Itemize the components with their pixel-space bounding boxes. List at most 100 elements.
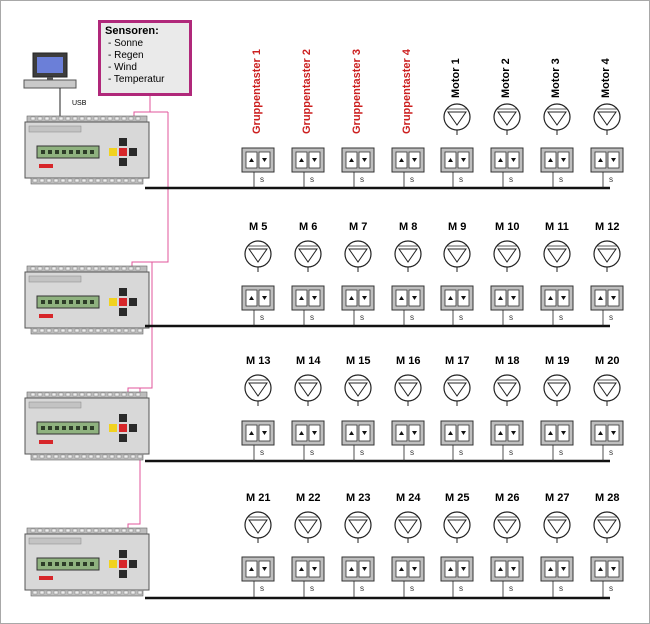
- switch-tag-label: S: [260, 587, 264, 593]
- motor-icon: [344, 240, 372, 272]
- switch-tag-label: S: [609, 451, 613, 457]
- motor-icon: [294, 511, 322, 543]
- switch-tag-label: S: [410, 316, 414, 322]
- switch: S: [241, 285, 275, 326]
- motor-icon: [443, 240, 471, 272]
- switch: S: [291, 556, 325, 597]
- motor-label: M 18: [495, 355, 520, 367]
- motor-icon: [244, 374, 272, 406]
- switch: S: [391, 556, 425, 597]
- motor-label: M 25: [445, 492, 470, 504]
- motor-label: M 22: [296, 492, 321, 504]
- switch: S: [490, 556, 524, 597]
- column-label-2: Gruppentaster 2: [301, 49, 313, 134]
- switch: S: [341, 285, 375, 326]
- motor-icon: [493, 240, 521, 272]
- motor-icon-8: [593, 103, 621, 135]
- column-label-3: Gruppentaster 3: [351, 49, 363, 134]
- motor-label: M 17: [445, 355, 470, 367]
- switch-tag-label: S: [509, 587, 513, 593]
- motor-icon: [493, 374, 521, 406]
- switch-tag-label: S: [559, 451, 563, 457]
- switch-tag-label: S: [360, 451, 364, 457]
- motor-label: M 6: [299, 221, 318, 233]
- motor-icon: [543, 240, 571, 272]
- motor-label: M 19: [545, 355, 570, 367]
- switch-tag-label: S: [360, 587, 364, 593]
- switch: S: [590, 556, 624, 597]
- switch-tag-label: S: [509, 316, 513, 322]
- motor-icon: [394, 511, 422, 543]
- sensor-item-wind: - Wind: [108, 62, 137, 73]
- motor-icon: [593, 374, 621, 406]
- motor-label: M 28: [595, 492, 620, 504]
- switch-tag-label: S: [410, 587, 414, 593]
- sensor-item-temperature: - Temperatur: [108, 74, 165, 85]
- switch: S: [391, 285, 425, 326]
- switch-tag-label: S: [310, 451, 314, 457]
- sensor-item-sun: - Sonne: [108, 38, 144, 49]
- switch-tag-label: S: [310, 587, 314, 593]
- switch-tag-label: S: [609, 587, 613, 593]
- motor-icon: [493, 511, 521, 543]
- motor-label: M 15: [346, 355, 371, 367]
- motor-label: M 27: [545, 492, 570, 504]
- motor-icon: [294, 374, 322, 406]
- motor-icon: [543, 511, 571, 543]
- motor-icon: [394, 240, 422, 272]
- switch: S: [490, 420, 524, 461]
- switch-2: S: [291, 147, 325, 188]
- switch-1: S: [241, 147, 275, 188]
- switch-tag-label: S: [559, 178, 563, 184]
- motor-icon: [443, 511, 471, 543]
- column-label-1: Gruppentaster 1: [251, 49, 263, 134]
- switch: S: [590, 420, 624, 461]
- motor-label: M 23: [346, 492, 371, 504]
- motor-icon: [294, 240, 322, 272]
- motor-icon-5: [443, 103, 471, 135]
- switch-tag-label: S: [459, 587, 463, 593]
- motor-icon-7: [543, 103, 571, 135]
- switch-8: S: [590, 147, 624, 188]
- switch-tag-label: S: [559, 587, 563, 593]
- column-label-5: Motor 1: [450, 58, 462, 98]
- motor-label: M 21: [246, 492, 271, 504]
- controller-device-1: [24, 115, 150, 185]
- switch-tag-label: S: [609, 316, 613, 322]
- sensor-box: Sensoren: - Sonne - Regen - Wind - Tempe…: [98, 20, 192, 96]
- motor-icon-6: [493, 103, 521, 135]
- motor-icon: [443, 374, 471, 406]
- switch-tag-label: S: [609, 178, 613, 184]
- motor-icon: [593, 240, 621, 272]
- switch: S: [590, 285, 624, 326]
- motor-icon: [244, 511, 272, 543]
- switch: S: [341, 556, 375, 597]
- motor-label: M 14: [296, 355, 321, 367]
- controller-device-3: [24, 391, 150, 461]
- switch: S: [341, 420, 375, 461]
- column-label-6: Motor 2: [500, 58, 512, 98]
- switch-tag-label: S: [509, 178, 513, 184]
- sensor-item-rain: - Regen: [108, 50, 144, 61]
- motor-icon: [543, 374, 571, 406]
- motor-label: M 7: [349, 221, 368, 233]
- motor-label: M 8: [399, 221, 418, 233]
- switch-tag-label: S: [410, 451, 414, 457]
- sensor-title: Sensoren:: [105, 25, 159, 37]
- switch: S: [490, 285, 524, 326]
- switch: S: [241, 556, 275, 597]
- motor-label: M 13: [246, 355, 271, 367]
- switch-tag-label: S: [559, 316, 563, 322]
- switch: S: [440, 420, 474, 461]
- switch: S: [391, 420, 425, 461]
- switch-tag-label: S: [310, 316, 314, 322]
- switch: S: [440, 285, 474, 326]
- computer-icon: [23, 52, 77, 122]
- switch: S: [540, 420, 574, 461]
- motor-label: M 16: [396, 355, 421, 367]
- controller-device-4: [24, 527, 150, 597]
- usb-label: USB: [72, 100, 87, 107]
- switch: S: [540, 285, 574, 326]
- column-label-8: Motor 4: [600, 58, 612, 98]
- switch: S: [241, 420, 275, 461]
